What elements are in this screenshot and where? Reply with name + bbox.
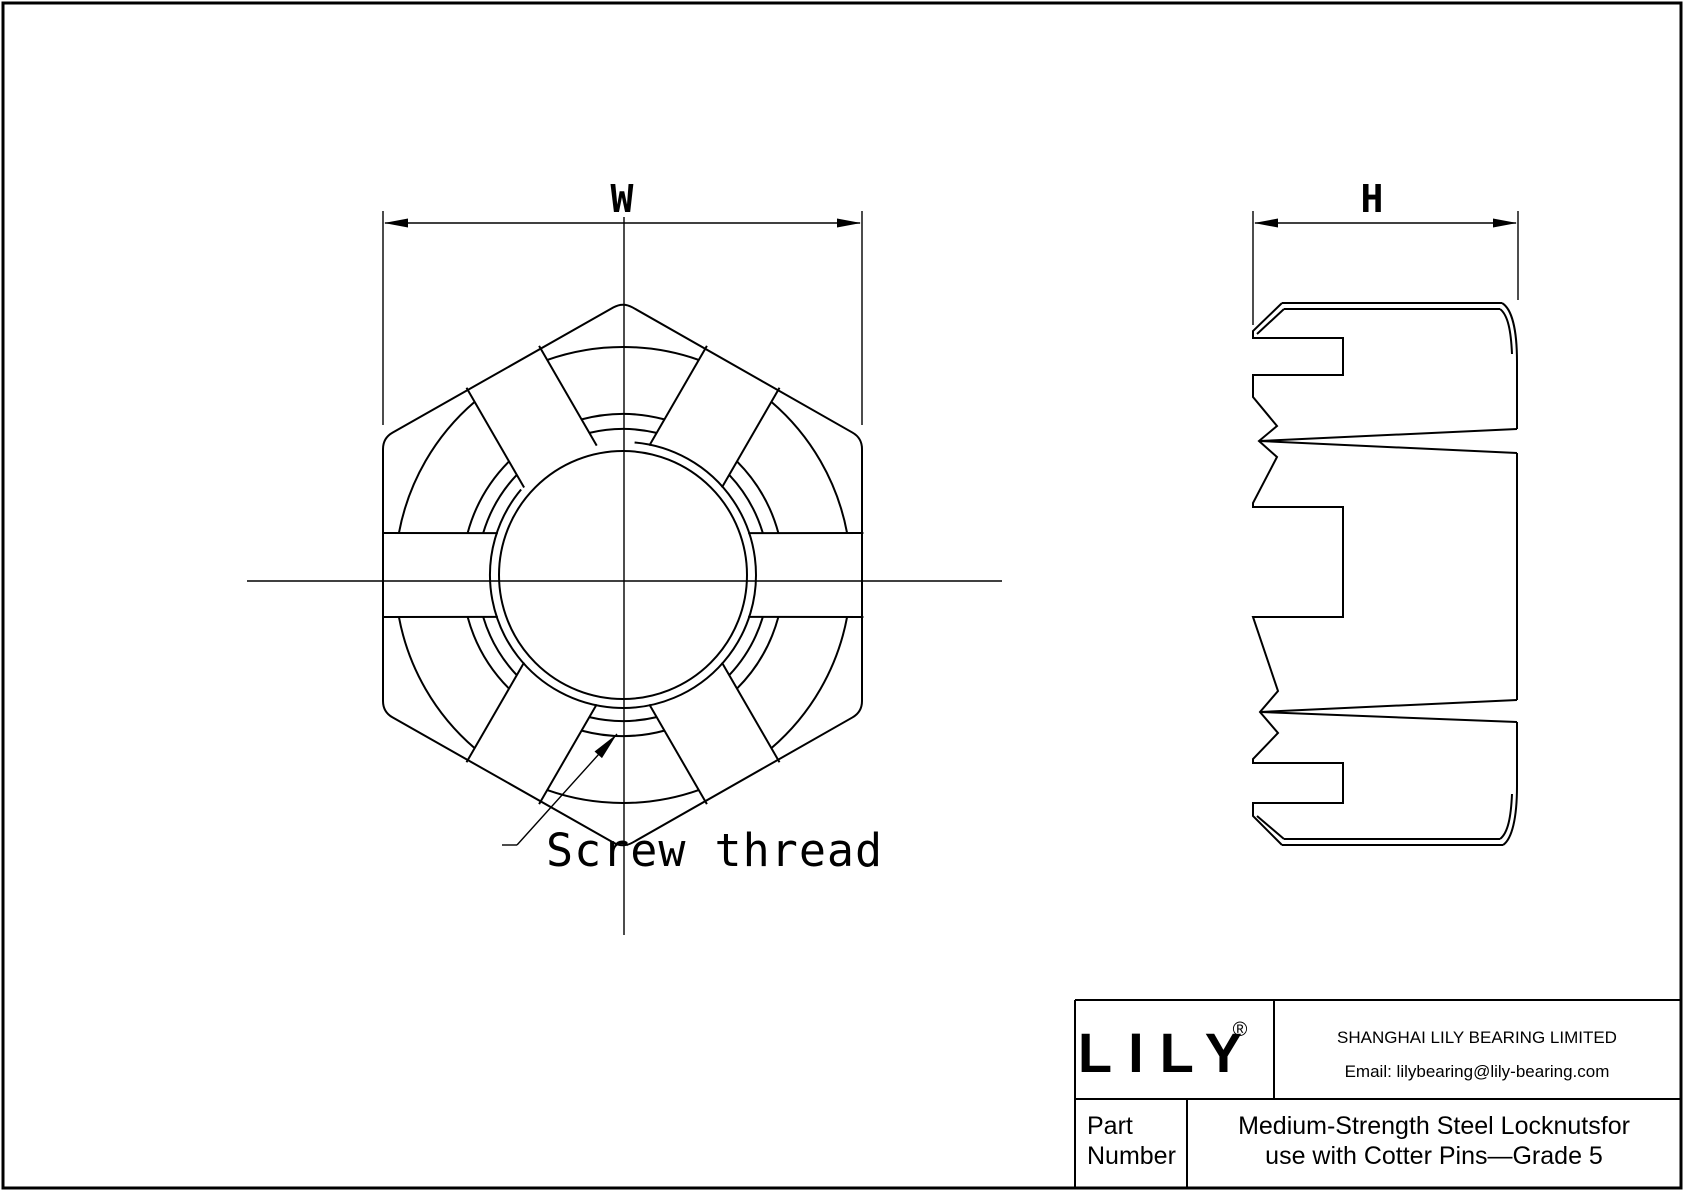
registered-trademark-icon: ® <box>1233 1019 1248 1041</box>
title-block-frame <box>1074 999 1681 1187</box>
lily-logo: LILY <box>1078 1021 1258 1084</box>
side-view-castle-nut <box>1251 302 1518 846</box>
screw-thread-note: Screw thread <box>546 824 883 877</box>
screw-thread-leader <box>502 733 618 846</box>
company-name: SHANGHAI LILY BEARING LIMITED <box>1337 1028 1617 1047</box>
dimension-lines <box>382 211 1519 425</box>
front-view-castle-nut <box>247 217 1002 935</box>
part-number-label-line1: Part <box>1087 1112 1133 1140</box>
part-description-line2: use with Cotter Pins—Grade 5 <box>1265 1142 1603 1170</box>
part-number-label-line2: Number <box>1087 1142 1176 1170</box>
width-dimension-label: W <box>611 177 634 221</box>
part-description-line1: Medium-Strength Steel Locknutsfor <box>1238 1112 1630 1140</box>
company-email: Email: lilybearing@lily-bearing.com <box>1345 1062 1610 1081</box>
height-dimension-label: H <box>1361 177 1384 221</box>
